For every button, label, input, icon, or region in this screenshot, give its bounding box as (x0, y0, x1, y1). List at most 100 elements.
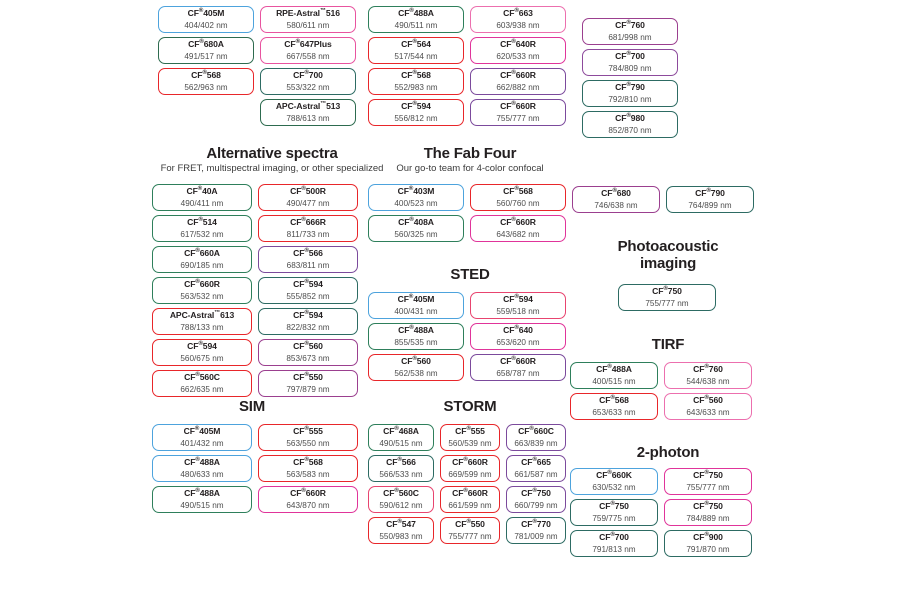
dye-name: CF®560 (401, 356, 431, 366)
dye-spectra: 552/983 nm (394, 83, 438, 92)
dye-spectra: 563/550 nm (286, 439, 330, 448)
dye-name: CF®594 (503, 294, 533, 304)
dye-name: CF®514 (187, 217, 217, 227)
dye-name: CF®550 (455, 519, 485, 529)
dye-name: CF®660K (596, 470, 632, 480)
dye-chip[interactable]: CF®660K 630/532 nm (570, 468, 658, 495)
dye-name: CF®660C (518, 426, 554, 436)
dye-name: CF®647Plus (284, 39, 332, 49)
section-title: STED (450, 266, 490, 283)
dye-chip[interactable]: CF®750 755/777 nm (664, 468, 752, 495)
section-sim: SIM (152, 398, 352, 415)
dye-spectra: 755/777 nm (686, 483, 730, 492)
dye-name: CF®594 (293, 279, 323, 289)
dye-spectra: 630/532 nm (592, 483, 636, 492)
dye-name: CF®555 (293, 426, 323, 436)
dye-name: CF®750 (693, 470, 723, 480)
dye-name: CF®488A (184, 488, 220, 498)
dye-name: CF®750 (599, 501, 629, 511)
section-title: 2-photon (636, 444, 700, 461)
dye-spectra: 791/813 nm (592, 545, 636, 554)
dye-chip[interactable]: CF®555 563/550 nm (258, 424, 358, 451)
